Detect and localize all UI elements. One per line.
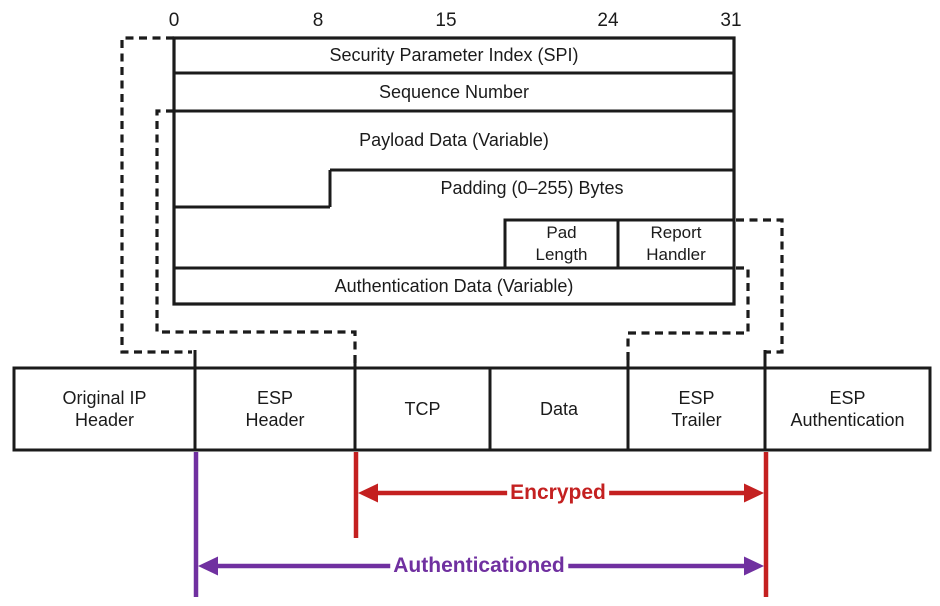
dashed-esp-header-start-connector — [120, 36, 192, 354]
field-pad-length-line-1: Pad — [546, 222, 577, 242]
bit-label-24: 24 — [597, 10, 619, 31]
packet-box-tcp: TCP — [355, 368, 490, 450]
packet-box-label-line: Header — [245, 410, 305, 430]
dashed-payload-start-connector — [155, 109, 357, 364]
esp-field-box-outlines — [172, 36, 736, 306]
encrypted-arrowhead-left — [358, 483, 378, 503]
packet-box-original-ip-header: Original IP Header — [14, 368, 195, 450]
packet-box-label-line: ESP — [678, 387, 715, 408]
packet-row-outlines — [12, 350, 932, 452]
packet-box-esp-header: ESP Header — [195, 368, 355, 450]
field-spi: Security Parameter Index (SPI) — [329, 45, 579, 66]
report-handler-box — [616, 218, 736, 270]
packet-box-label-line: Data — [539, 398, 579, 419]
packet-box-label-line: ESP — [829, 387, 866, 408]
dashed-trailer-start-connector — [626, 266, 750, 364]
field-padding: Padding (0–255) Bytes — [440, 178, 624, 199]
field-report-handler-line-2: Handler — [646, 245, 706, 264]
field-pad-length-line-2: Length — [535, 245, 588, 264]
packet-row-box — [12, 366, 932, 452]
packet-box-label-line: Header — [74, 410, 135, 430]
dashed-mapping-lines — [120, 36, 784, 364]
packet-box-label-line: ESP — [256, 387, 294, 408]
authenticated-arrowhead-left — [198, 556, 218, 576]
packet-box-label-line: Authentication — [790, 410, 905, 430]
packet-box-label-line: Trailer — [671, 410, 722, 430]
packet-box-data: Data — [490, 368, 628, 450]
field-pad-length: Pad Length — [505, 220, 618, 268]
authenticated-span-label: Authenticationed — [390, 554, 568, 578]
field-payload-data: Payload Data (Variable) — [359, 130, 549, 151]
dashed-trailer-end-connector — [736, 218, 784, 354]
encrypted-span-label: Encryped — [507, 481, 609, 505]
bit-label-0: 0 — [168, 10, 180, 31]
packet-box-esp-authentication: ESP Authentication — [765, 368, 930, 450]
bit-label-31: 31 — [720, 10, 742, 31]
field-report-handler-line-1: Report — [650, 222, 702, 242]
field-authentication-data: Authentication Data (Variable) — [334, 275, 574, 296]
field-report-handler: Report Handler — [618, 220, 734, 268]
packet-box-esp-trailer: ESP Trailer — [628, 368, 765, 450]
bit-label-8: 8 — [312, 10, 324, 31]
encrypted-arrowhead-right — [744, 483, 764, 503]
field-sequence-number: Sequence Number — [378, 81, 530, 102]
bit-label-15: 15 — [435, 10, 457, 31]
packet-box-label-line: Original IP — [62, 387, 147, 408]
authenticated-arrowhead-right — [744, 556, 764, 576]
packet-box-label-line: TCP — [404, 398, 441, 419]
